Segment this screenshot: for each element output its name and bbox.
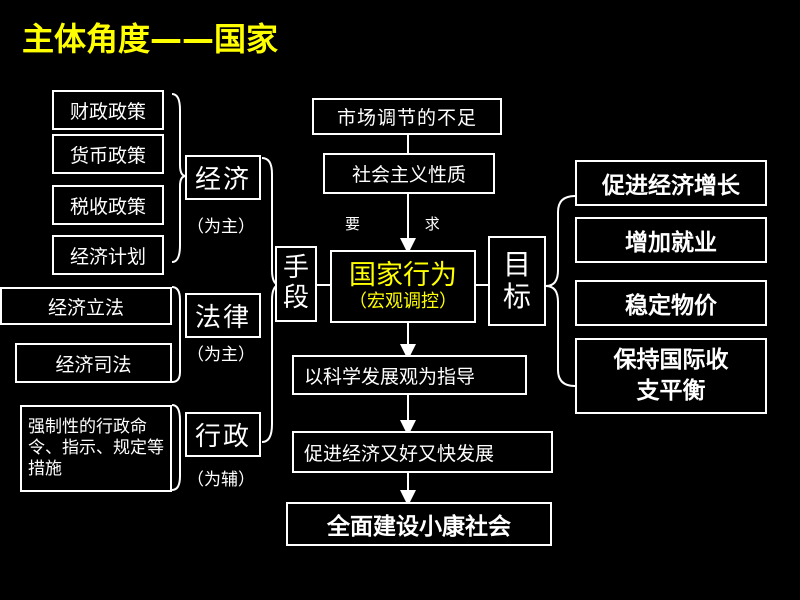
- goal-box-employment: 增加就业: [575, 217, 767, 263]
- policy-box-fiscal: 财政政策: [52, 90, 164, 130]
- means-box-economic: 经济: [185, 155, 261, 200]
- state-action-title: 国家行为: [349, 260, 457, 292]
- state-action-subtitle: （宏观调控）: [349, 291, 457, 313]
- means-note-economic: （为主）: [187, 217, 255, 237]
- policy-box-plan: 经济计划: [52, 235, 164, 275]
- flow-box-guidance: 以科学发展观为指导: [292, 355, 527, 395]
- flow-box-society: 全面建设小康社会: [286, 502, 552, 546]
- law-brace: [171, 286, 181, 383]
- admin-brace: [171, 404, 181, 491]
- means-label-box: 手段: [275, 246, 317, 322]
- goal-box-balance: 保持国际收支平衡: [575, 338, 767, 414]
- means-note-legal: （为主）: [187, 345, 255, 365]
- goal-box-growth: 促进经济增长: [575, 160, 767, 206]
- socialist-nature-box: 社会主义性质: [323, 153, 495, 194]
- goals-brace: [545, 195, 576, 387]
- admin-box-text: 强制性的行政命令、指示、规定等措施: [28, 416, 164, 480]
- goal-box-balance-text: 保持国际收支平衡: [613, 346, 729, 404]
- page-title: 主体角度——国家: [22, 20, 279, 58]
- state-action-box: 国家行为 （宏观调控）: [330, 250, 476, 323]
- flow-box-development: 促进经济又好又快发展: [292, 431, 553, 473]
- means-label: 手段: [283, 253, 310, 313]
- means-note-admin: （为辅）: [187, 470, 255, 490]
- market-flaw-box: 市场调节的不足: [312, 98, 502, 135]
- policy-brace: [171, 93, 187, 263]
- goal-box-prices: 稳定物价: [575, 280, 767, 326]
- means-box-admin: 行政: [185, 412, 261, 457]
- policy-box-monetary: 货币政策: [52, 134, 164, 174]
- law-box-legislation: 经济立法: [0, 287, 172, 325]
- law-box-judiciary: 经济司法: [15, 343, 172, 383]
- goal-label-box: 目标: [488, 236, 546, 326]
- require-label: 要 求: [345, 215, 470, 233]
- admin-box: 强制性的行政命令、指示、规定等措施: [20, 405, 172, 492]
- policy-box-tax: 税收政策: [52, 185, 164, 225]
- means-box-legal: 法律: [185, 293, 261, 338]
- goal-label: 目标: [503, 247, 532, 313]
